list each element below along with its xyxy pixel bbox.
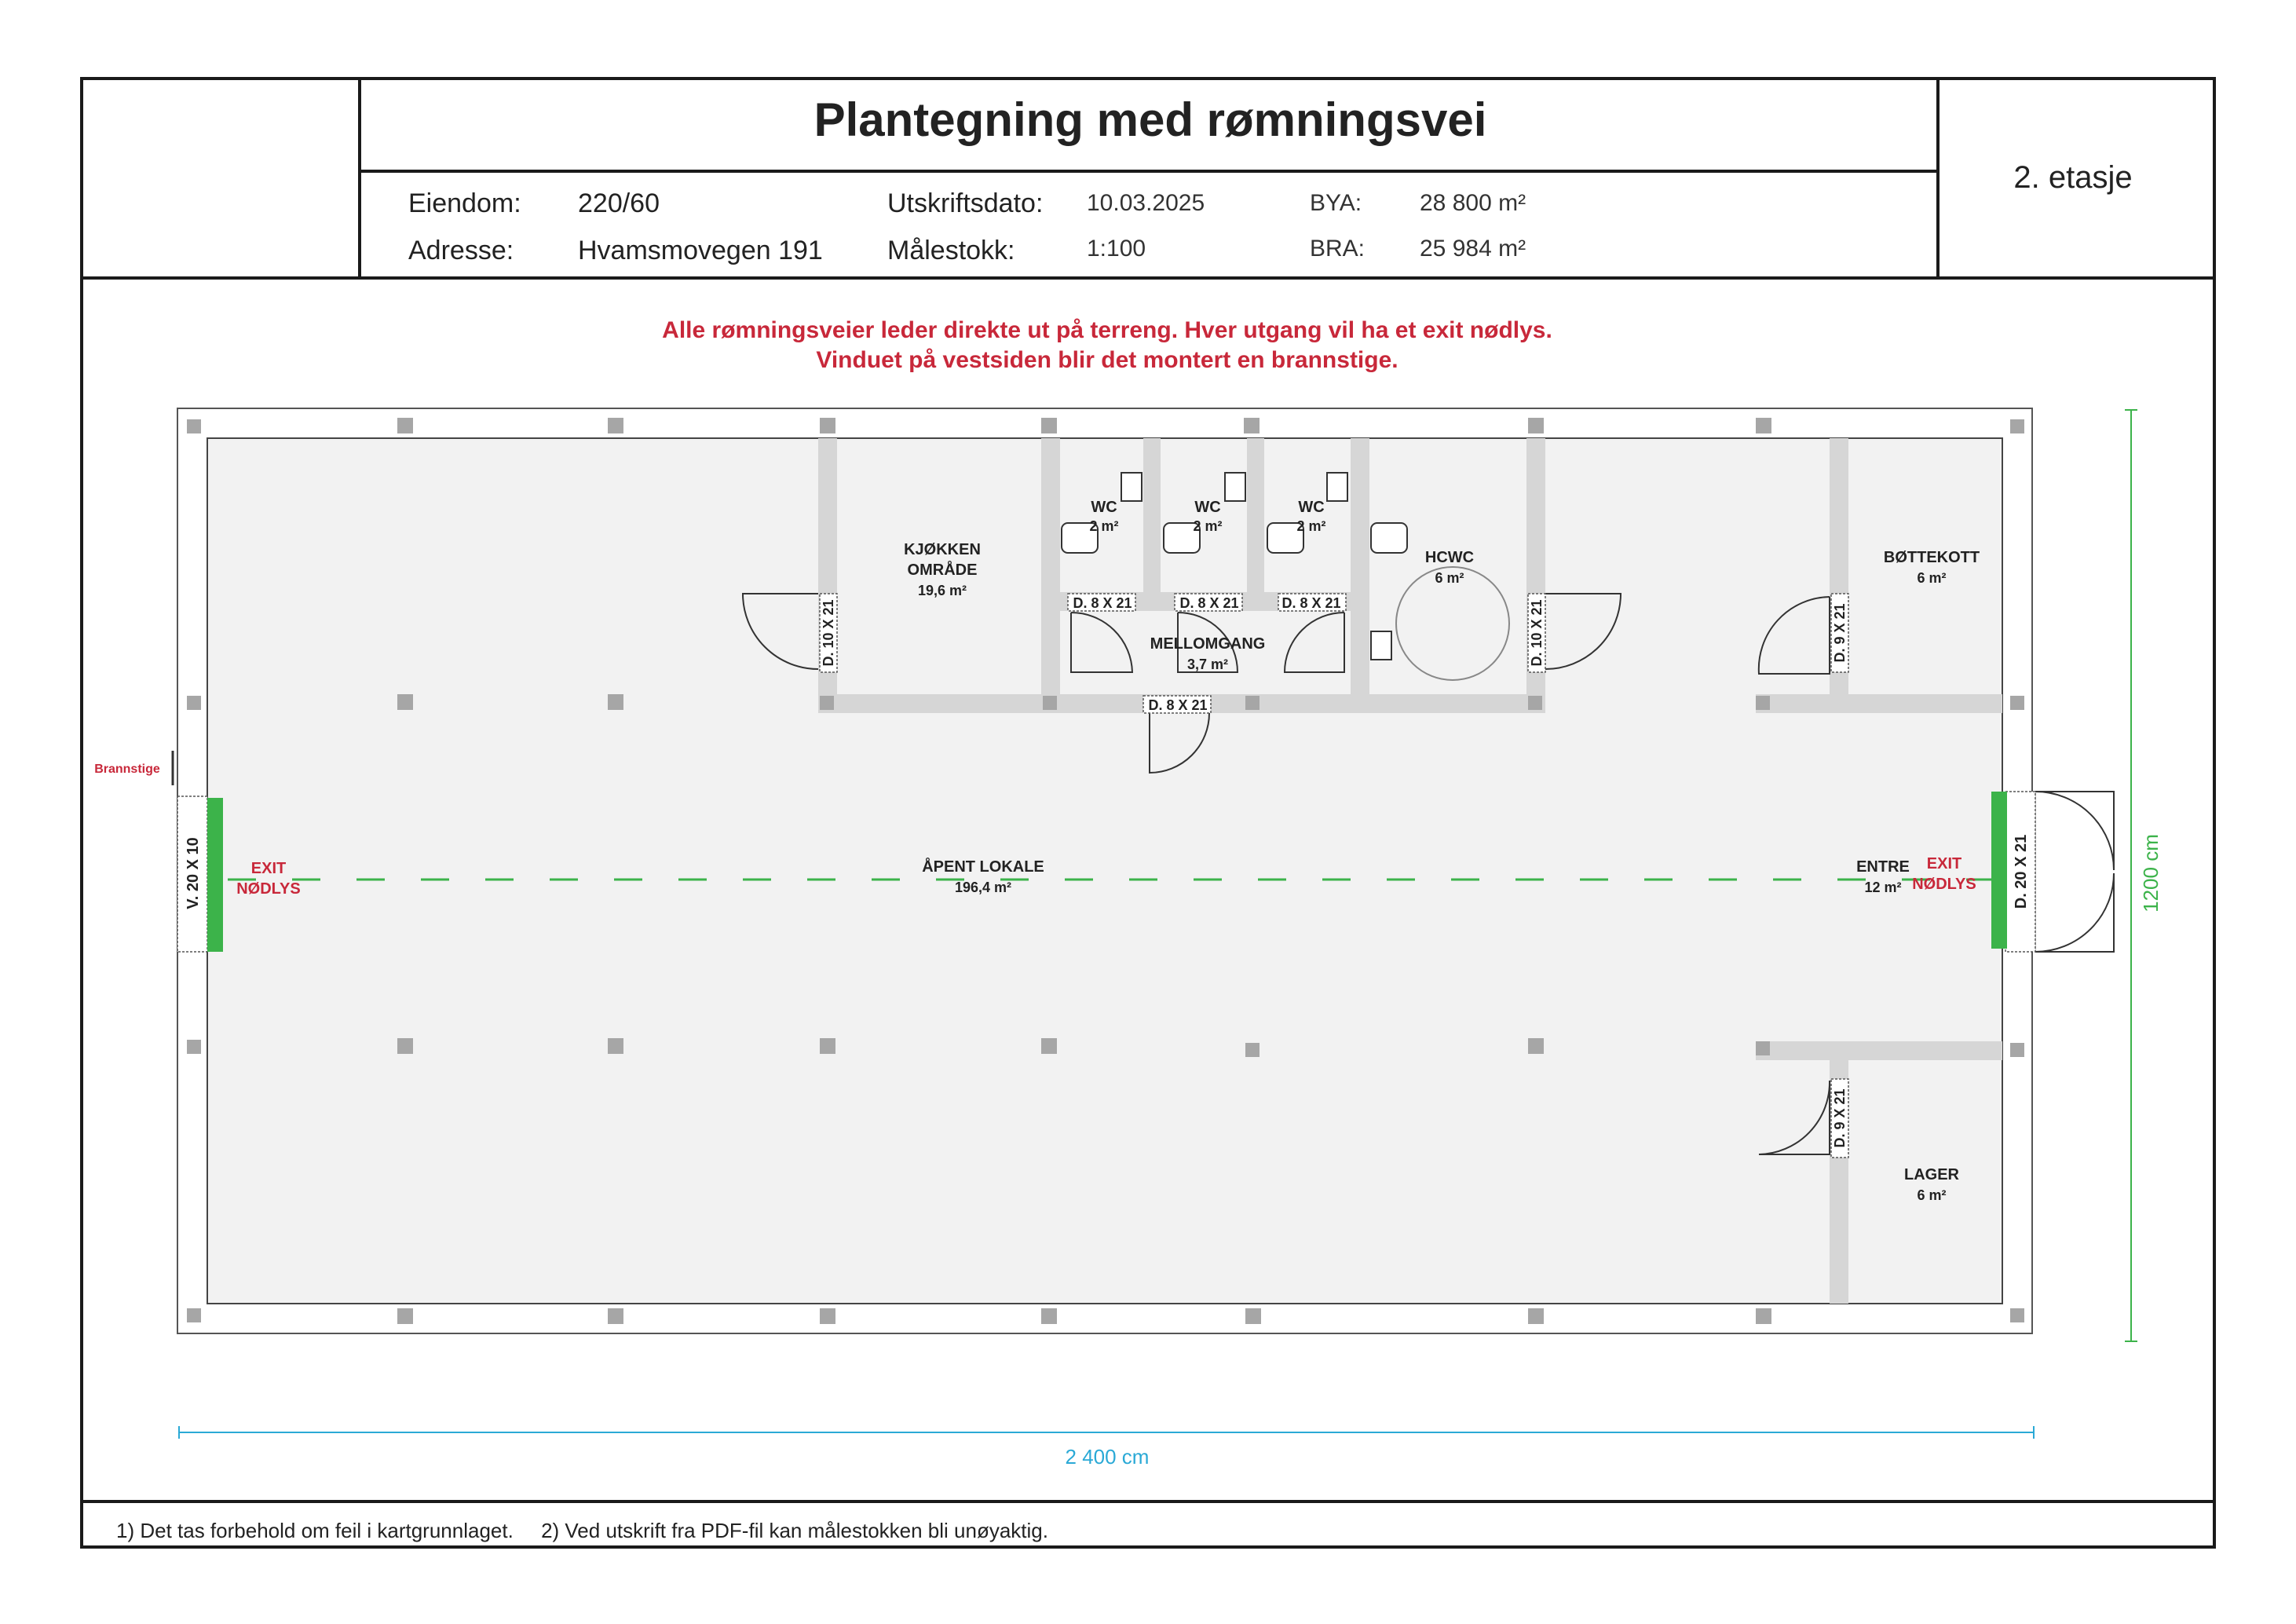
door-kjokken-label: D. 10 X 21 <box>821 599 836 666</box>
room-wc3-name: WC <box>1298 499 1324 516</box>
height-dimension-label: 1200 cm <box>2139 834 2163 913</box>
room-kjokken-area: 19,6 m² <box>918 583 967 598</box>
room-entre-name: ENTRE <box>1856 858 1910 876</box>
floor-label: 2. etasje <box>2013 160 2133 195</box>
columns <box>187 418 2024 1324</box>
building-interior <box>207 437 2003 1304</box>
door-mellomgang-label: D. 8 X 21 <box>1148 697 1207 713</box>
room-bottekott-name: BØTTEKOTT <box>1884 549 1980 566</box>
utskriftsdato-value: 10.03.2025 <box>1087 190 1205 216</box>
west-exit-label-line1: EXIT <box>251 860 286 877</box>
footer-note-1: 1) Det tas forbehold om feil i kartgrunn… <box>116 1519 514 1542</box>
door-hcwc-label: D. 10 X 21 <box>1529 599 1545 666</box>
title-block-right-divider <box>1936 77 1940 280</box>
door-lager-label: D. 9 X 21 <box>1832 1088 1848 1147</box>
room-hcwc-name: HCWC <box>1425 549 1474 566</box>
room-wc1-name: WC <box>1091 499 1117 516</box>
width-dimension-line <box>178 1426 2035 1439</box>
room-kjokken-name2: OMRÅDE <box>908 560 978 579</box>
footer-notes: 1) Det tas forbehold om feil i kartgrunn… <box>116 1519 1070 1543</box>
bya-label: BYA: <box>1310 190 1362 216</box>
eiendom-label: Eiendom: <box>408 188 521 218</box>
door-wc3-label: D. 8 X 21 <box>1281 595 1340 611</box>
room-apent-lokale-name: ÅPENT LOKALE <box>922 857 1044 876</box>
bra-label: BRA: <box>1310 236 1366 262</box>
footer-note-2: 2) Ved utskrift fra PDF-fil kan målestok… <box>541 1519 1048 1542</box>
room-mellomgang-name: MELLOMGANG <box>1150 635 1266 653</box>
utskriftsdato-label: Utskriftsdato: <box>887 188 1044 218</box>
room-kjokken-name: KJØKKEN <box>904 541 981 558</box>
room-mellomgang-area: 3,7 m² <box>1187 657 1228 672</box>
east-exit-label-line2: NØDLYS <box>1912 876 1976 893</box>
title-block-bottom-line <box>80 276 2216 280</box>
room-bottekott-area: 6 m² <box>1917 570 1946 586</box>
room-hcwc-area: 6 m² <box>1435 570 1464 586</box>
door-bottekott-label: D. 9 X 21 <box>1832 603 1848 662</box>
west-exit-label-line2: NØDLYS <box>236 880 301 898</box>
window-west-label: V. 20 X 10 <box>185 837 202 909</box>
width-dimension-label: 2 400 cm <box>1066 1445 1150 1469</box>
malestokk-label: Målestokk: <box>887 236 1015 265</box>
page-title: Plantegning med rømningsvei <box>813 93 1487 146</box>
room-apent-lokale-area: 196,4 m² <box>955 880 1011 895</box>
east-exit-bar <box>1991 792 2007 949</box>
eiendom-value: 220/60 <box>578 188 660 218</box>
sanitary-fixtures <box>1061 472 1510 681</box>
room-wc2-name: WC <box>1194 499 1220 516</box>
room-wc3-area: 2 m² <box>1296 518 1325 534</box>
height-dimension-line <box>2125 409 2137 1342</box>
title-block-left-divider <box>358 77 361 280</box>
room-lager-area: 6 m² <box>1917 1187 1946 1203</box>
notice-line-2: Vinduet på vestsiden blir det montert en… <box>816 347 1398 373</box>
adresse-value: Hvamsmovegen 191 <box>578 236 823 265</box>
door-entre-label: D. 20 X 21 <box>2013 835 2030 909</box>
notice-line-1: Alle rømningsveier leder direkte ut på t… <box>662 317 1552 343</box>
door-wc2-label: D. 8 X 21 <box>1179 595 1238 611</box>
footer-divider <box>80 1500 2216 1503</box>
west-exit-bar <box>207 798 223 952</box>
room-wc1-area: 2 m² <box>1089 518 1118 534</box>
bra-value: 25 984 m² <box>1420 236 1526 262</box>
room-lager-name: LAGER <box>1904 1166 1960 1183</box>
fire-ladder-label: Brannstige <box>94 763 160 776</box>
room-entre-area: 12 m² <box>1864 880 1901 895</box>
door-wc1-label: D. 8 X 21 <box>1073 595 1132 611</box>
title-underline <box>360 170 1940 173</box>
drawing-frame <box>80 77 2216 1549</box>
east-exit-label-line1: EXIT <box>1927 855 1961 872</box>
room-wc2-area: 2 m² <box>1193 518 1222 534</box>
malestokk-value: 1:100 <box>1087 236 1146 262</box>
adresse-label: Adresse: <box>408 236 514 265</box>
bya-value: 28 800 m² <box>1420 190 1526 216</box>
